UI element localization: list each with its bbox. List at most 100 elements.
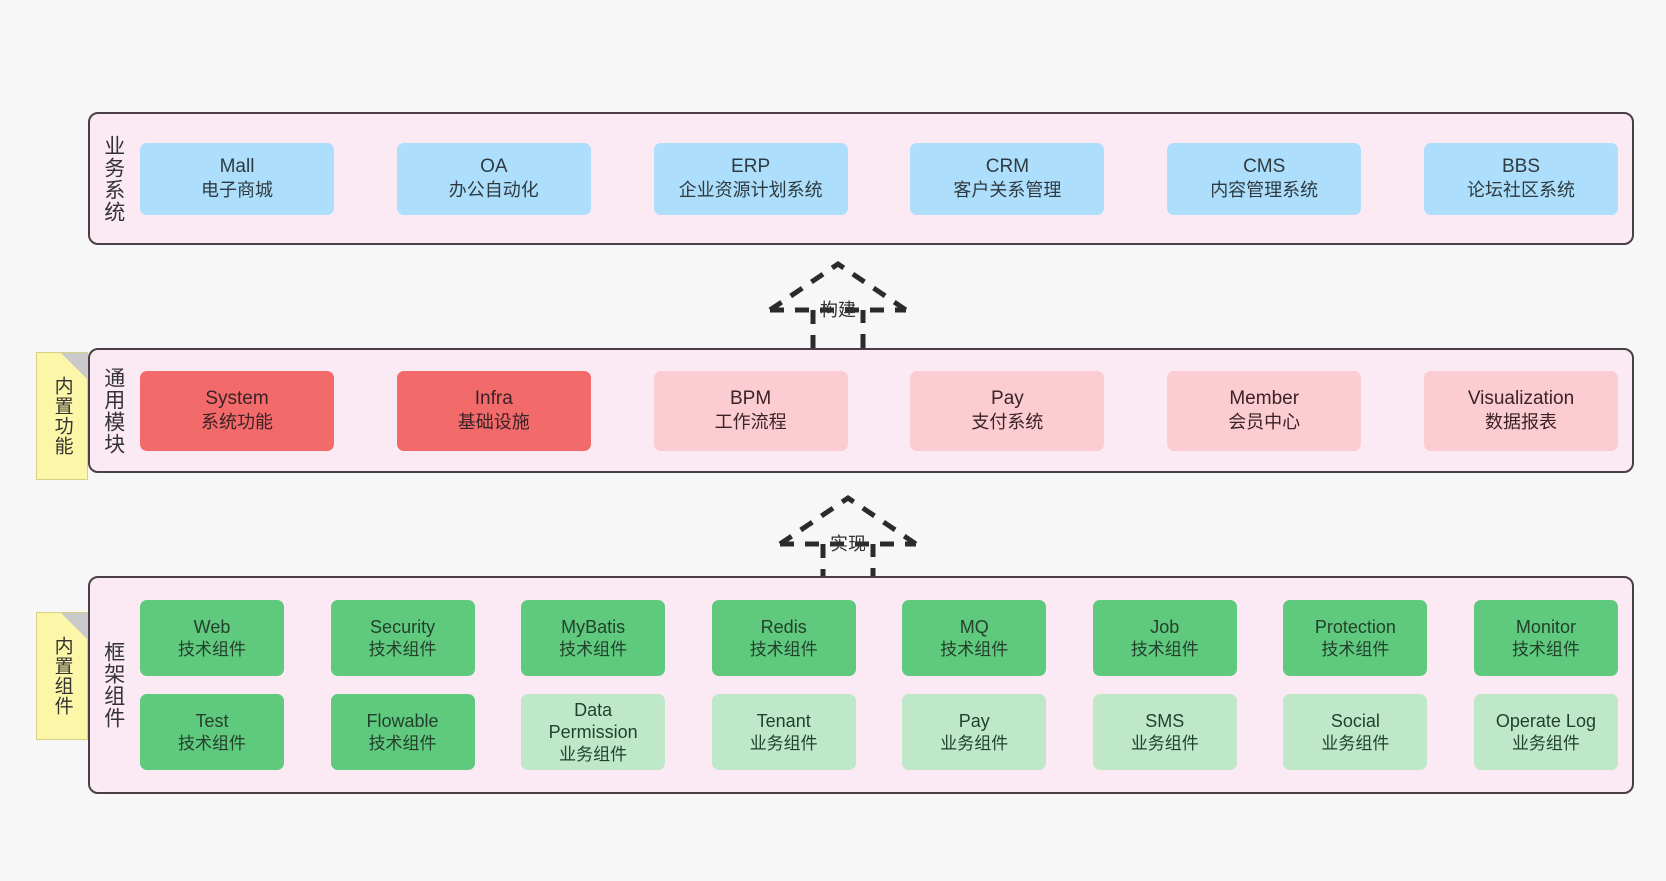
framework-box-pay[interactable]: Pay 业务组件 xyxy=(902,694,1047,770)
layer-common-modules: 通用模块 System 系统功能 Infra 基础设施 BPM 工作流程 Pay… xyxy=(88,348,1634,473)
box-en-label: ERP xyxy=(731,156,771,178)
box-en-label: CMS xyxy=(1243,156,1286,178)
framework-box-operate-log[interactable]: Operate Log 业务组件 xyxy=(1473,694,1618,770)
box-en-label: Redis xyxy=(760,616,807,637)
framework-box-security[interactable]: Security 技术组件 xyxy=(330,600,475,676)
box-en-label: Flowable xyxy=(366,710,439,731)
box-cn-label: 基础设施 xyxy=(457,412,530,433)
note-fold-icon xyxy=(61,613,87,639)
module-box-member[interactable]: Member 会员中心 xyxy=(1167,370,1362,451)
business-box-cms[interactable]: CMS 内容管理系统 xyxy=(1167,142,1362,215)
framework-box-redis[interactable]: Redis 技术组件 xyxy=(711,600,856,676)
framework-box-job[interactable]: Job 技术组件 xyxy=(1092,600,1237,676)
box-cn-label: 数据报表 xyxy=(1484,412,1557,433)
framework-box-mq[interactable]: MQ 技术组件 xyxy=(902,600,1047,676)
box-cn-label: 业务组件 xyxy=(749,733,818,753)
box-en-label: Tenant xyxy=(756,710,811,731)
box-cn-label: 业务组件 xyxy=(1511,733,1580,753)
business-box-crm[interactable]: CRM 客户关系管理 xyxy=(910,142,1105,215)
box-en-label: Web xyxy=(193,616,231,637)
box-en-label: Pay xyxy=(958,710,990,731)
layer-body-business: Mall 电子商城 OA 办公自动化 ERP 企业资源计划系统 CRM 客户关系… xyxy=(136,114,1632,243)
module-box-system[interactable]: System 系统功能 xyxy=(140,370,334,451)
framework-box-test[interactable]: Test 技术组件 xyxy=(140,694,284,770)
box-cn-label: 业务组件 xyxy=(940,733,1009,753)
box-cn-label: 电子商城 xyxy=(201,180,273,201)
layer-framework-components: 框架组件 Web 技术组件 Security 技术组件 MyBatis 技术组件… xyxy=(88,576,1634,794)
note-label: 内置功能 xyxy=(51,376,73,456)
box-en-label: CRM xyxy=(985,156,1030,178)
connector-build-label: 构建 xyxy=(820,300,856,320)
framework-row-business: Test 技术组件 Flowable 技术组件 Data Permission … xyxy=(140,694,1618,770)
layer-body-modules: System 系统功能 Infra 基础设施 BPM 工作流程 Pay 支付系统… xyxy=(136,350,1632,471)
box-cn-label: 业务组件 xyxy=(1321,733,1390,753)
arrowhead-hollow-triangle xyxy=(768,260,908,313)
box-cn-label: 业务组件 xyxy=(1130,733,1199,753)
box-en-label: Member xyxy=(1229,388,1300,410)
module-box-visualization[interactable]: Visualization 数据报表 xyxy=(1423,370,1618,451)
box-cn-label: 系统功能 xyxy=(201,412,273,433)
box-cn-label: 工作流程 xyxy=(714,412,787,433)
box-en-label: Operate Log xyxy=(1495,710,1596,731)
box-en-label: OA xyxy=(480,156,508,178)
framework-row-technical: Web 技术组件 Security 技术组件 MyBatis 技术组件 Redi… xyxy=(140,600,1618,676)
business-box-oa[interactable]: OA 办公自动化 xyxy=(396,142,591,215)
framework-box-flowable[interactable]: Flowable 技术组件 xyxy=(330,694,475,770)
framework-box-tenant[interactable]: Tenant 业务组件 xyxy=(711,694,856,770)
box-cn-label: 技术组件 xyxy=(940,639,1009,659)
box-cn-label: 论坛社区系统 xyxy=(1466,180,1575,201)
framework-box-web[interactable]: Web 技术组件 xyxy=(140,600,284,676)
layer-title-business: 业务系统 xyxy=(101,134,125,223)
note-fold-icon xyxy=(61,353,87,379)
box-cn-label: 技术组件 xyxy=(368,733,437,753)
box-en-label: Social xyxy=(1330,710,1380,731)
box-en-label: Test xyxy=(195,710,229,731)
box-en-label: MQ xyxy=(959,616,989,637)
framework-box-social[interactable]: Social 业务组件 xyxy=(1283,694,1428,770)
box-en-label: Infra xyxy=(474,388,513,410)
business-row: Mall 电子商城 OA 办公自动化 ERP 企业资源计划系统 CRM 客户关系… xyxy=(140,142,1618,215)
box-cn-label: 办公自动化 xyxy=(448,180,539,201)
box-en-label: Job xyxy=(1150,616,1180,637)
framework-box-monitor[interactable]: Monitor 技术组件 xyxy=(1473,600,1618,676)
box-cn-label: 企业资源计划系统 xyxy=(678,180,823,201)
layer-body-framework: Web 技术组件 Security 技术组件 MyBatis 技术组件 Redi… xyxy=(136,578,1632,792)
arrowhead-hollow-triangle xyxy=(778,494,918,547)
module-box-infra[interactable]: Infra 基础设施 xyxy=(396,370,591,451)
connector-implement-label: 实现 xyxy=(830,534,866,554)
note-builtin-component: 内置组件 xyxy=(36,612,88,740)
connector-build: 构建 xyxy=(758,258,918,358)
box-cn-label: 客户关系管理 xyxy=(953,180,1062,201)
box-cn-label: 支付系统 xyxy=(971,412,1044,433)
box-cn-label: 技术组件 xyxy=(1511,639,1580,659)
module-box-bpm[interactable]: BPM 工作流程 xyxy=(653,370,848,451)
box-cn-label: 技术组件 xyxy=(1130,639,1199,659)
box-cn-label: 技术组件 xyxy=(178,733,246,753)
business-box-mall[interactable]: Mall 电子商城 xyxy=(140,142,334,215)
box-en-label: System xyxy=(205,388,269,410)
framework-box-data-permission[interactable]: Data Permission 业务组件 xyxy=(521,694,666,770)
box-en-label: SMS xyxy=(1145,710,1185,731)
layer-title-modules: 通用模块 xyxy=(101,366,125,455)
modules-row: System 系统功能 Infra 基础设施 BPM 工作流程 Pay 支付系统… xyxy=(140,370,1618,451)
connector-implement: 实现 xyxy=(768,492,928,592)
framework-box-sms[interactable]: SMS 业务组件 xyxy=(1092,694,1237,770)
framework-box-mybatis[interactable]: MyBatis 技术组件 xyxy=(521,600,666,676)
box-en-label: Mall xyxy=(219,156,255,178)
box-en-label: MyBatis xyxy=(561,616,626,637)
box-cn-label: 会员中心 xyxy=(1228,412,1301,433)
box-en-label: Monitor xyxy=(1515,616,1576,637)
box-en-label: Data Permission xyxy=(548,699,638,743)
business-box-bbs[interactable]: BBS 论坛社区系统 xyxy=(1423,142,1618,215)
framework-box-protection[interactable]: Protection 技术组件 xyxy=(1283,600,1428,676)
box-cn-label: 内容管理系统 xyxy=(1210,180,1319,201)
business-box-erp[interactable]: ERP 企业资源计划系统 xyxy=(653,142,848,215)
box-cn-label: 技术组件 xyxy=(1321,639,1390,659)
box-cn-label: 技术组件 xyxy=(559,639,628,659)
box-en-label: Security xyxy=(370,616,436,637)
layer-title-framework: 框架组件 xyxy=(101,641,125,729)
module-box-pay[interactable]: Pay 支付系统 xyxy=(910,370,1105,451)
note-label: 内置组件 xyxy=(51,636,73,716)
box-cn-label: 技术组件 xyxy=(368,639,437,659)
